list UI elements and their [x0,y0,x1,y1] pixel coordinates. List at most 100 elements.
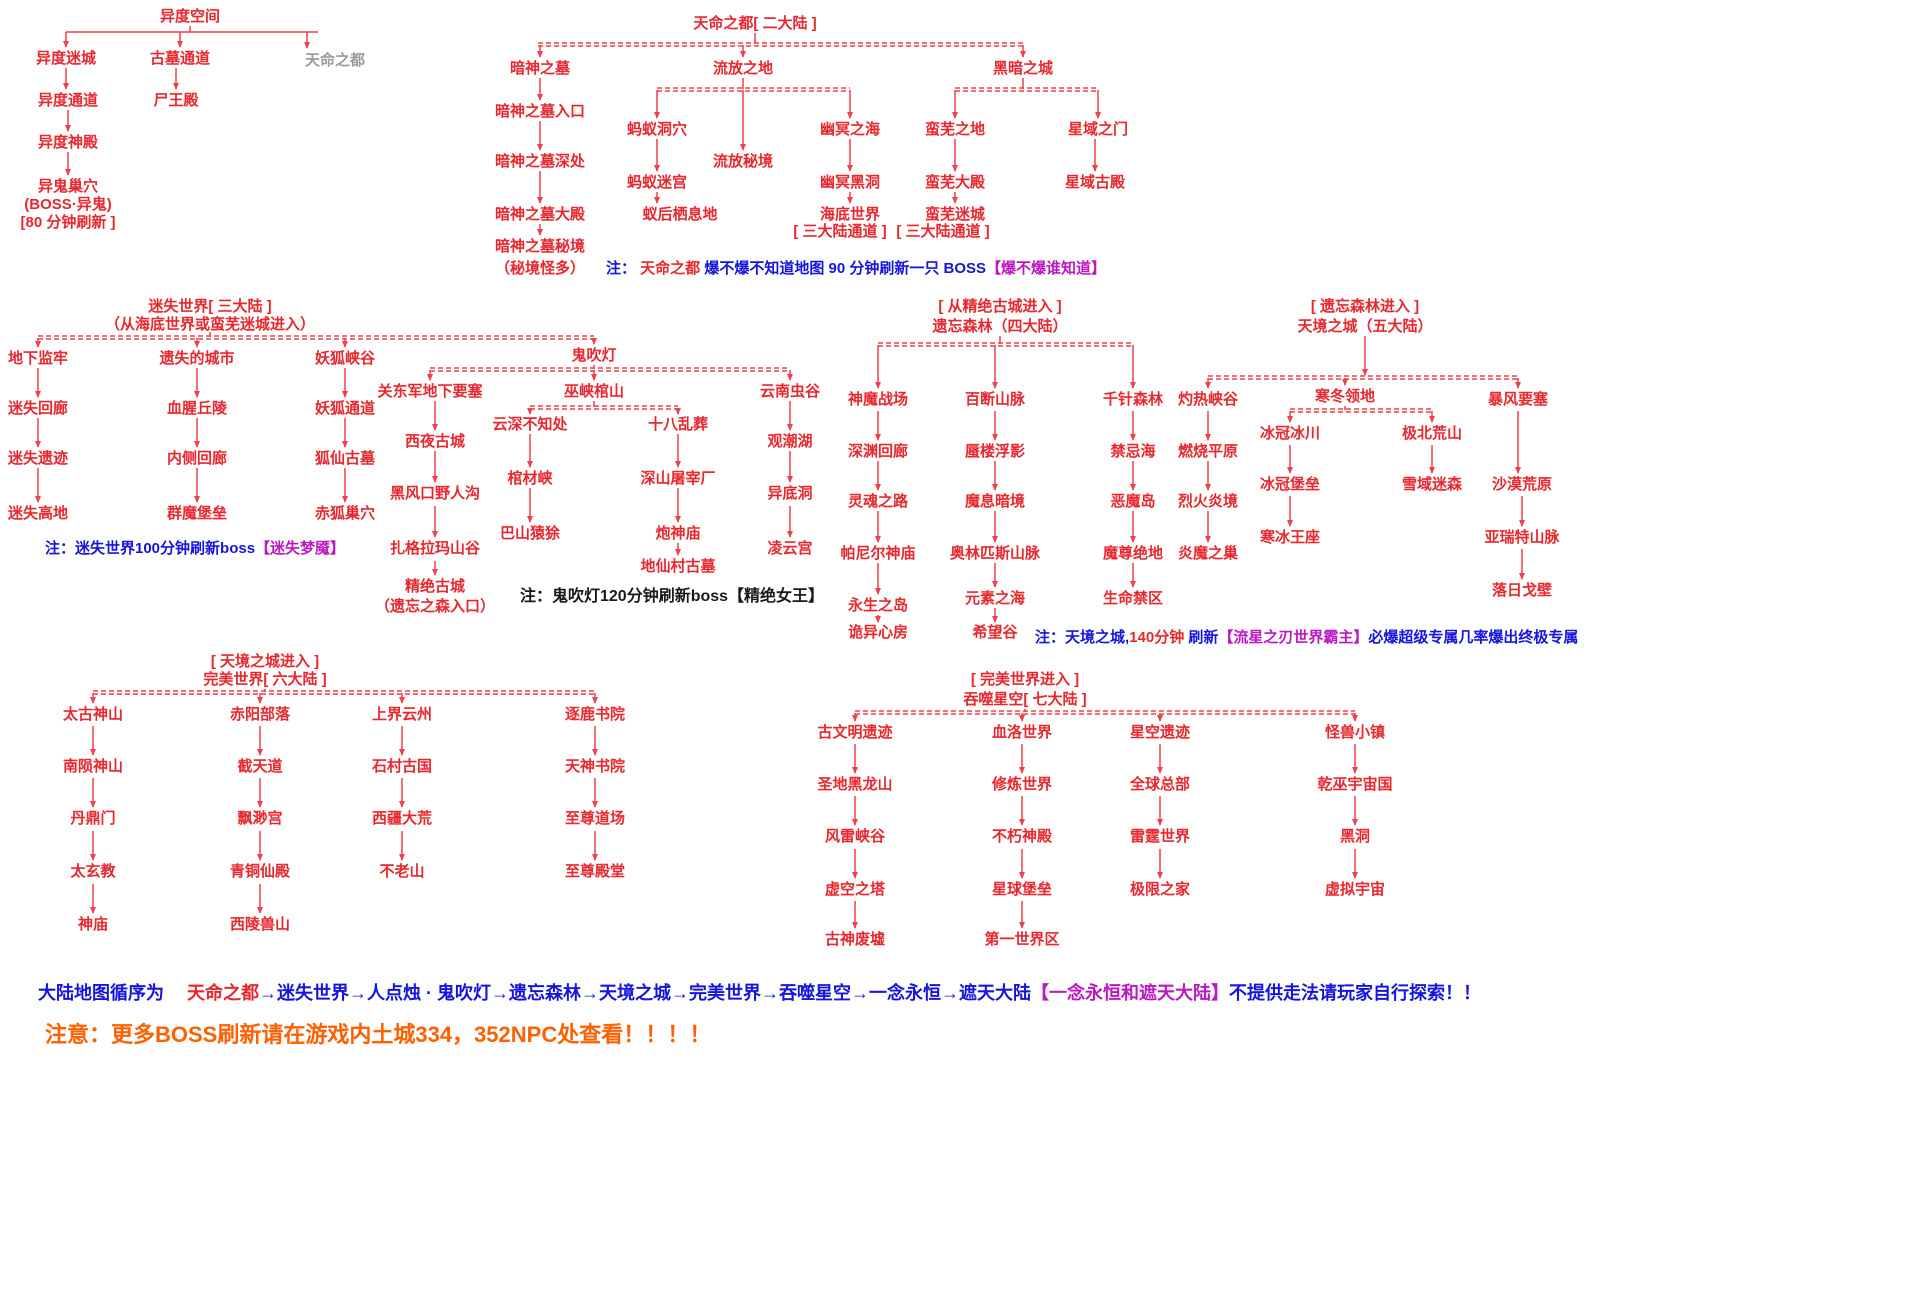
map-node: 圣地黑龙山 [817,776,893,793]
map-node: 炎魔之巢 [1177,545,1239,562]
map-node: 黑暗之城 [992,60,1054,77]
map-node: 青铜仙殿 [229,863,291,880]
section-title: （从海底世界或蛮芜迷城进入） [104,316,316,333]
section-title: [ 完美世界进入 ] [970,671,1080,688]
map-node: 海底世界 [819,206,881,223]
map-node: （遗忘之森入口） [374,598,496,615]
note-segment: 刷新 [1184,629,1219,646]
map-node: 异底洞 [767,485,813,502]
map-node: 蚂蚁洞穴 [626,121,688,138]
map-node: 流放秘境 [712,153,774,170]
map-node: 寒冰王座 [1259,529,1321,546]
map-node: 天命之都 [304,52,366,69]
map-node: 至尊殿堂 [564,863,626,880]
note-segment: 必爆超级专属几率爆出终极专属 [1368,629,1579,646]
map-node: 星域古殿 [1064,174,1126,191]
map-node: 黑洞 [1339,828,1371,845]
map-node: 蛮芜迷城 [924,206,986,223]
map-node: 异度神殿 [37,134,99,151]
section-title: 天命之都[ 二大陆 ] [693,15,817,32]
note-segment: 天命之都 [187,983,260,1003]
map-node: 魔息暗境 [964,493,1026,510]
map-node: 灵魂之路 [847,493,909,510]
note-segment: 大陆地图循序为 [38,983,188,1003]
section-title: 天境之城（五大陆） [1297,318,1433,335]
map-node: 扎格拉玛山谷 [389,540,481,557]
map-node: 鬼吹灯 [571,347,617,364]
map-node: 蛮芜之地 [924,121,986,138]
note-segment: 【一念永恒和遮天大陆】 [1031,983,1230,1003]
map-node: (BOSS·异鬼) [24,196,112,213]
map-node: 星球堡垒 [991,881,1053,898]
map-node: 狐仙古墓 [314,450,376,467]
map-node: 神魔战场 [847,391,909,408]
map-node: 丹鼎门 [70,810,116,827]
map-node: 观潮湖 [767,433,813,450]
map-node: 西疆大荒 [371,810,433,827]
map-node: 修炼世界 [991,776,1053,793]
section-title: [ 从精绝古城进入 ] [938,298,1062,315]
map-node: 深山屠宰厂 [640,470,716,487]
map-node: 燃烧平原 [1177,443,1239,460]
map-node: （秘境怪多） [494,260,586,277]
map-node: 云深不知处 [492,416,568,433]
map-node: 凌云宫 [767,540,813,557]
section-title: [ 天境之城进入 ] [210,653,320,670]
map-node: 暗神之墓秘境 [494,238,586,255]
note-npc-lookup: 注意：更多BOSS刷新请在游戏内土城334，352NPC处查看！！！！ [45,1022,711,1047]
map-node: 截天道 [237,758,283,775]
note-segment: 注：鬼吹灯120分钟刷新boss【精绝女王】 [520,588,825,605]
map-node: 幽冥之海 [819,121,881,138]
map-node: 幽冥黑洞 [819,174,881,191]
map-node: [ 三大陆通道 ] [896,223,990,240]
note-segment: 注意：更多BOSS刷新请在游戏内土城334，352NPC处查看！！！！ [45,1022,712,1047]
note-mishi-boss: 注：迷失世界100分钟刷新boss【迷失梦魇】 [45,540,345,557]
map-node: 黑风口野人沟 [389,485,481,502]
note-guichuideng-boss: 注：鬼吹灯120分钟刷新boss【精绝女王】 [520,588,824,606]
map-node: 云南虫谷 [759,383,821,400]
map-node: 蛮芜大殿 [924,174,986,191]
map-node: 妖狐通道 [314,400,376,417]
note-segment: 注： [606,260,641,277]
map-node: 血洛世界 [991,724,1053,741]
map-node: 太玄教 [70,863,116,880]
map-node: 亚瑞特山脉 [1484,529,1560,546]
map-node: 落日戈壁 [1491,582,1553,599]
map-node: 流放之地 [712,60,774,77]
map-node: 烈火炎境 [1177,493,1239,510]
map-node: 深渊回廊 [847,443,909,460]
map-node: 希望谷 [972,624,1018,641]
map-node: 地下监牢 [7,350,69,367]
map-node: 血腥丘陵 [166,400,228,417]
map-node: 暗神之墓入口 [494,103,586,120]
section-title: 完美世界[ 六大陆 ] [203,671,327,688]
map-node: 乾巫宇宙国 [1317,776,1393,793]
map-node: 百断山脉 [964,391,1026,408]
map-node: 诡异心房 [847,624,909,641]
note-segment: 【爆不爆谁知道】 [986,260,1107,277]
map-node: 内侧回廊 [166,450,228,467]
map-node: 暗神之墓深处 [494,153,586,170]
section-title: 吞噬星空[ 七大陆 ] [963,691,1087,708]
map-node: 迷失高地 [7,505,69,522]
note-map-order: 大陆地图循序为 天命之都→迷失世界→人点烛 · 鬼吹灯→遗忘森林→天境之城→完美… [38,983,1481,1004]
note-tianjing-boss: 注：天境之城,140分钟 刷新【流星之刃世界霸主】必爆超级专属几率爆出终极专属 [1035,629,1578,646]
map-node: 灼热峡谷 [1177,391,1239,408]
map-node: 异度通道 [37,92,99,109]
map-node: 风雷峡谷 [824,828,886,845]
map-node: 奥林匹斯山脉 [949,545,1041,562]
map-node: 极限之家 [1129,881,1191,898]
note-segment: 不提供走法请玩家自行探索！！ [1229,983,1482,1003]
map-node: 遗失的城市 [159,350,235,367]
map-node: 尸王殿 [153,92,199,109]
map-node: 上界云州 [371,706,433,723]
note-segment: 【流星之刃世界霸主】 [1218,629,1369,646]
map-node: 虚空之塔 [824,881,886,898]
map-node: 西陵兽山 [229,916,291,933]
map-node: 第一世界区 [984,931,1060,948]
map-node: 星空遗迹 [1129,724,1191,741]
map-node: 群魔堡垒 [166,505,228,522]
map-node: 暗神之墓大殿 [494,206,586,223]
note-tianming-boss: 注： 天命之都 爆不爆不知道地图 90 分钟刷新一只 BOSS【爆不爆谁知道】 [606,260,1106,277]
